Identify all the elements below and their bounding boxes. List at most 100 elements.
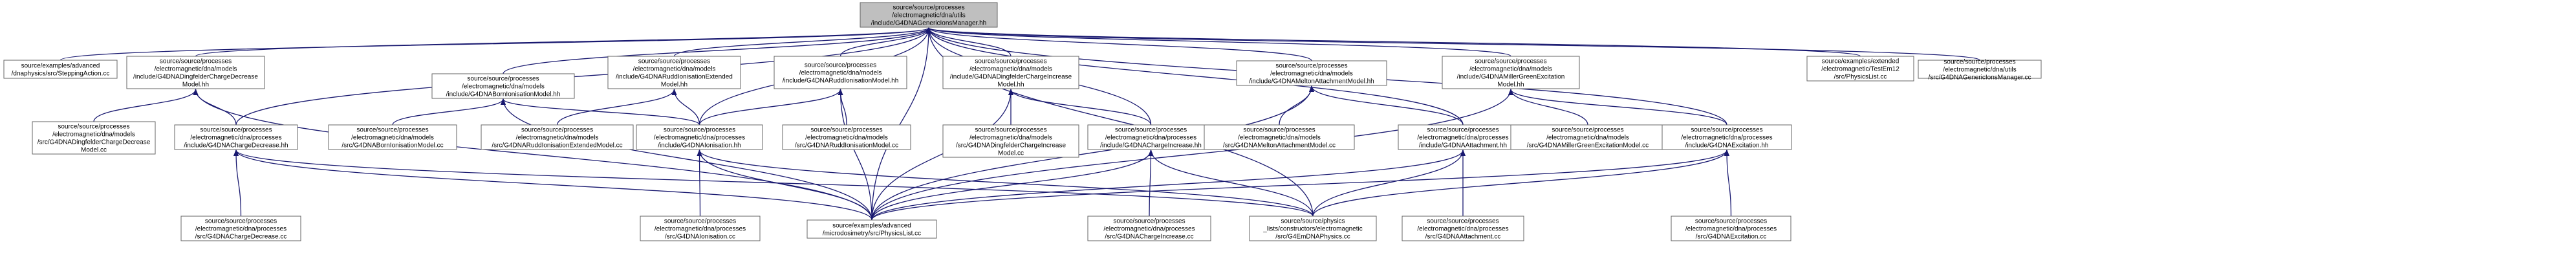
node-box bbox=[860, 2, 998, 28]
file-node[interactable]: source/source/processes/electromagnetic/… bbox=[1510, 124, 1665, 150]
node-box bbox=[174, 124, 298, 150]
node-label-line: /electromagnetic/dna/models bbox=[805, 135, 888, 142]
dependency-edge bbox=[556, 89, 677, 126]
file-node[interactable]: source/source/processes/electromagnetic/… bbox=[774, 56, 907, 89]
file-node[interactable]: source/source/processes/electromagnetic/… bbox=[1402, 216, 1524, 241]
file-node[interactable]: source/examples/advanced/microdosimetry/… bbox=[806, 219, 937, 239]
node-box bbox=[481, 124, 634, 150]
dependency-edge bbox=[871, 150, 1154, 221]
node-label-line: Model.hh bbox=[1497, 82, 1524, 89]
node-label-line: /electromagnetic/dna/models bbox=[351, 135, 434, 142]
root-file-node[interactable]: source/source/processes/electromagnetic/… bbox=[860, 2, 998, 28]
file-node[interactable]: source/source/processes/electromagnetic/… bbox=[607, 56, 741, 89]
node-label-line: source/source/processes bbox=[356, 127, 428, 134]
dependency-edge bbox=[838, 89, 872, 221]
node-label-line: source/source/processes bbox=[1943, 59, 2015, 66]
file-node[interactable]: source/source/processes/electromagnetic/… bbox=[1442, 56, 1580, 89]
node-label-line: /electromagnetic/dna/models bbox=[1270, 71, 1353, 78]
dependency-edge bbox=[1312, 150, 1729, 217]
file-node[interactable]: source/source/physics_lists/constructors… bbox=[1249, 216, 1377, 241]
node-label-line: source/source/processes bbox=[1427, 218, 1499, 225]
node-label-line: /electromagnetic/dna/processes bbox=[195, 226, 287, 233]
node-label-line: /electromagnetic/dna/processes bbox=[1105, 135, 1196, 142]
node-label-line: source/source/processes bbox=[1113, 218, 1185, 225]
node-label-line: /src/G4DNADingfelderChargeDecrease bbox=[38, 139, 151, 146]
node-label-line: /electromagnetic/dna/models bbox=[633, 66, 716, 73]
dependency-edge bbox=[926, 27, 1980, 61]
node-box bbox=[3, 60, 118, 79]
node-label-line: /src/G4DNAAttachment.cc bbox=[1425, 234, 1501, 241]
node-label-line: Model.cc bbox=[998, 150, 1024, 157]
dependency-edge bbox=[93, 89, 199, 122]
node-box bbox=[431, 73, 575, 99]
node-label-line: /src/PhysicsList.cc bbox=[1834, 74, 1887, 81]
node-label-line: source/source/processes bbox=[1695, 218, 1767, 225]
dependency-edge bbox=[503, 27, 931, 74]
node-box bbox=[1671, 216, 1791, 241]
node-box bbox=[774, 56, 907, 89]
node-label-line: source/examples/extended bbox=[1822, 58, 1900, 65]
file-node[interactable]: source/source/processes/electromagnetic/… bbox=[1671, 216, 1791, 241]
edge-layer bbox=[60, 27, 1980, 221]
file-node[interactable]: source/source/processes/electromagnetic/… bbox=[32, 121, 156, 155]
file-node[interactable]: source/source/processes/electromagnetic/… bbox=[481, 124, 634, 150]
dependency-edge bbox=[871, 89, 1013, 221]
file-node[interactable]: source/source/processes/electromagnetic/… bbox=[1661, 124, 1792, 150]
node-label-line: /include/G4DNAIonisation.hh bbox=[658, 142, 741, 150]
dependency-edge bbox=[839, 27, 931, 57]
file-node[interactable]: source/source/processes/electromagnetic/… bbox=[942, 56, 1079, 89]
file-node[interactable]: source/source/processes/electromagnetic/… bbox=[636, 124, 763, 150]
node-label-line: /src/G4DNAExcitation.cc bbox=[1696, 234, 1766, 241]
node-label-line: source/source/processes bbox=[1475, 58, 1546, 65]
node-label-line: /electromagnetic/dna/models bbox=[1238, 135, 1321, 142]
node-label-line: /src/G4DNAIonisation.cc bbox=[665, 234, 735, 241]
node-box bbox=[180, 216, 301, 241]
dependency-edge bbox=[671, 89, 700, 126]
file-node[interactable]: source/source/processes/electromagnetic/… bbox=[942, 124, 1079, 158]
node-label-line: Model.hh bbox=[997, 82, 1024, 89]
dependency-edge bbox=[233, 150, 1314, 217]
file-node[interactable]: source/source/processes/electromagnetic/… bbox=[180, 216, 301, 241]
node-label-line: /include/G4DNAGenericIonsManager.hh bbox=[871, 20, 986, 27]
file-node[interactable]: source/source/processes/electromagnetic/… bbox=[1398, 124, 1528, 150]
node-label-line: /include/G4DNAMeltonAttachmentModel.hh bbox=[1249, 78, 1374, 85]
file-node[interactable]: source/source/processes/electromagnetic/… bbox=[431, 73, 575, 99]
dependency-edge bbox=[233, 150, 872, 221]
node-label-line: Model.cc bbox=[81, 147, 107, 154]
node-label-line: /src/G4DNAGenericIonsManager.cc bbox=[1929, 74, 2031, 82]
node-label-line: source/source/processes bbox=[638, 58, 710, 65]
node-label-line: source/source/processes bbox=[1275, 63, 1347, 70]
file-node[interactable]: source/source/processes/electromagnetic/… bbox=[1236, 60, 1387, 86]
file-node[interactable]: source/source/processes/electromagnetic/… bbox=[126, 56, 265, 89]
file-node[interactable]: source/source/processes/electromagnetic/… bbox=[1087, 124, 1215, 150]
node-label-line: source/source/processes bbox=[1691, 127, 1762, 134]
file-node[interactable]: source/source/processes/electromagnetic/… bbox=[782, 124, 911, 150]
file-node[interactable]: source/source/processes/electromagnetic/… bbox=[174, 124, 298, 150]
file-node[interactable]: source/source/processes/electromagnetic/… bbox=[1918, 59, 2042, 82]
node-label-line: /include/G4DNARuddIonisationExtended bbox=[616, 74, 733, 81]
node-box bbox=[942, 124, 1079, 158]
node-label-line: source/source/processes bbox=[1115, 127, 1187, 134]
node-label-line: /electromagnetic/dna/processes bbox=[1103, 226, 1195, 233]
node-label-line: source/source/processes bbox=[893, 5, 964, 12]
node-label-line: source/source/processes bbox=[200, 127, 272, 134]
node-label-line: source/source/processes bbox=[1427, 127, 1499, 134]
node-box bbox=[1236, 60, 1387, 86]
file-node[interactable]: source/source/processes/electromagnetic/… bbox=[640, 216, 761, 241]
node-label-line: /dnaphysics/src/SteppingAction.cc bbox=[12, 71, 110, 78]
node-label-line: /electromagnetic/dna/models bbox=[969, 66, 1052, 73]
node-label-line: /src/G4DNAMeltonAttachmentModel.cc bbox=[1223, 142, 1336, 150]
file-node[interactable]: source/source/processes/electromagnetic/… bbox=[1087, 216, 1211, 241]
node-label-line: /electromagnetic/dna/models bbox=[462, 83, 545, 91]
file-node[interactable]: source/source/processes/electromagnetic/… bbox=[328, 124, 457, 150]
node-label-line: /include/G4DNABornIonisationModel.hh bbox=[446, 91, 561, 98]
node-label-line: source/source/processes bbox=[205, 218, 277, 225]
node-label-line: source/source/processes bbox=[1552, 127, 1623, 134]
file-node[interactable]: source/examples/extended/electromagnetic… bbox=[1806, 56, 1914, 82]
file-node[interactable]: source/examples/advanced/dnaphysics/src/… bbox=[3, 60, 118, 79]
node-label-line: /electromagnetic/dna/models bbox=[155, 66, 237, 73]
file-node[interactable]: source/source/processes/electromagnetic/… bbox=[1204, 124, 1355, 150]
node-box bbox=[636, 124, 763, 150]
node-label-line: /src/G4DNAMillerGreenExcitationModel.cc bbox=[1527, 142, 1649, 150]
node-label-line: /src/G4DNARuddIonisationExtendedModel.cc bbox=[492, 142, 622, 150]
